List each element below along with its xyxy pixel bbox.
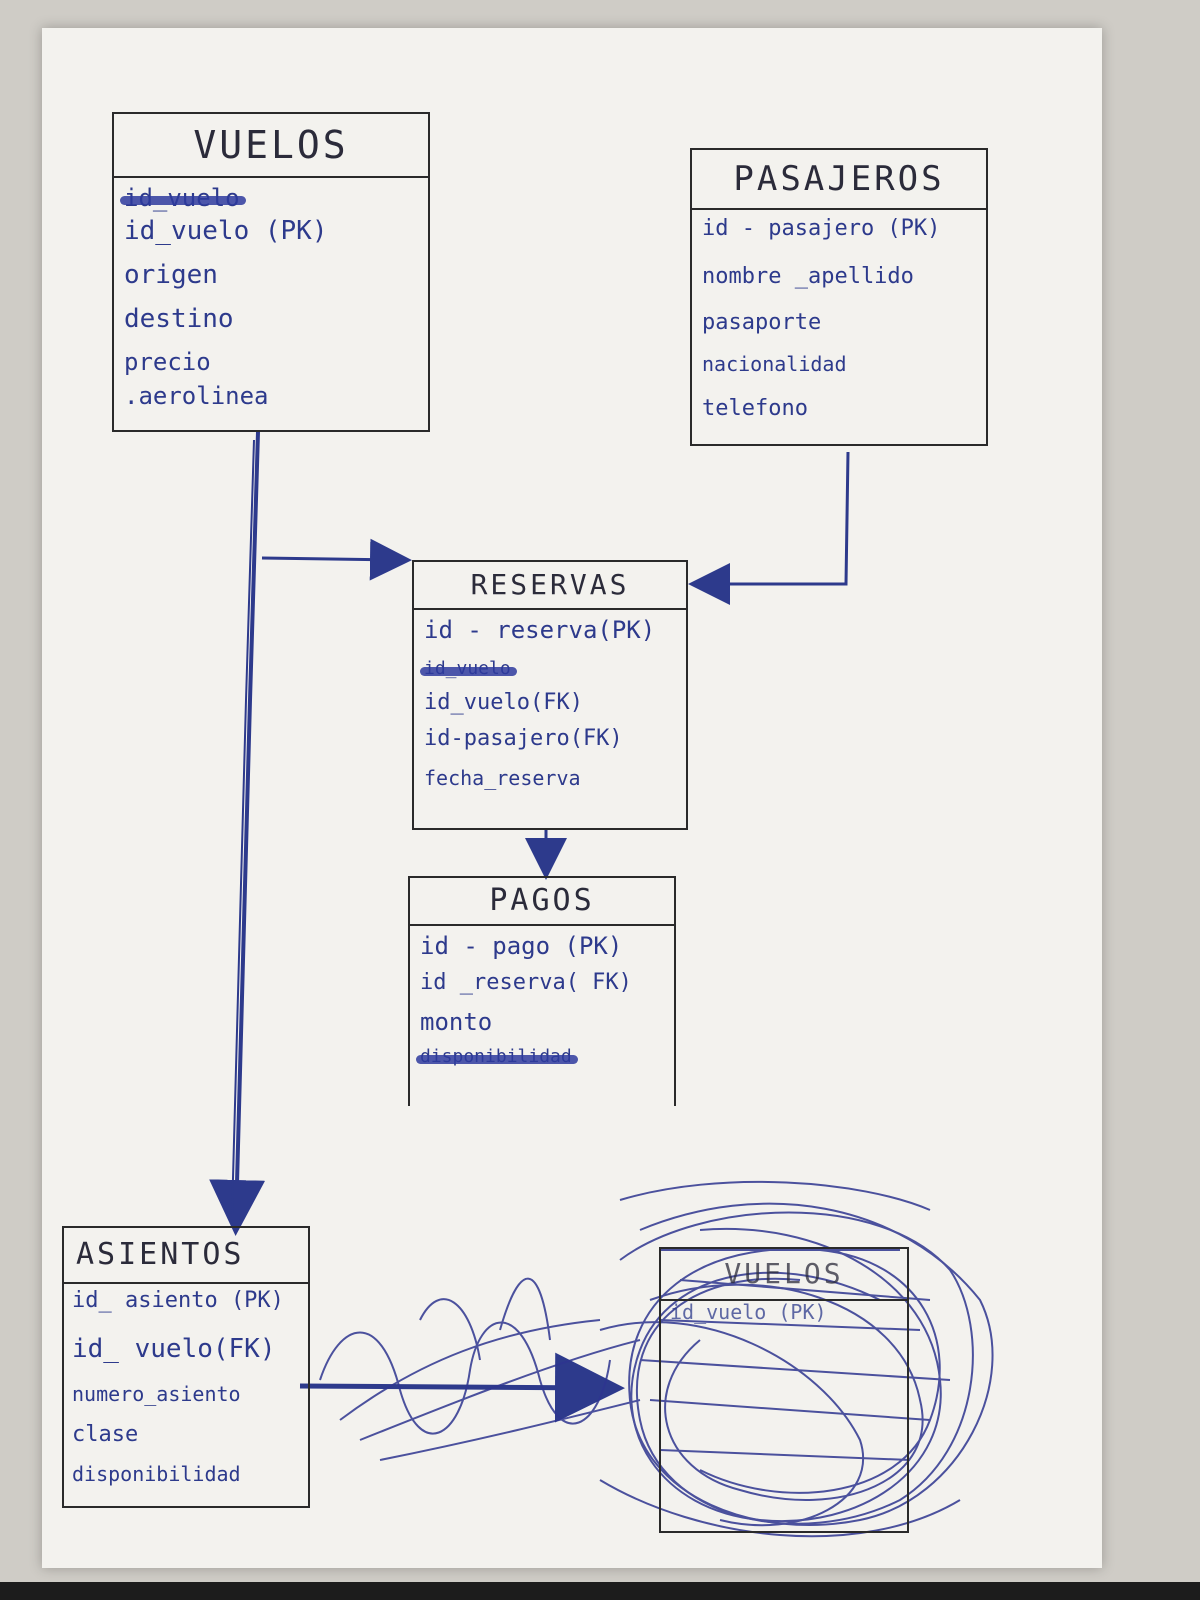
scribble-overlay [319, 1180, 994, 1538]
field: id_vuelo (PK) [124, 216, 328, 246]
field: .aerolinea [124, 382, 269, 410]
entity-reservas-title: RESERVAS [414, 562, 686, 610]
field: telefono [702, 396, 808, 421]
entity-pasajeros-title: PASAJEROS [692, 150, 986, 210]
field: origen [124, 260, 218, 290]
vuelos-to-reservas-line [261, 538, 412, 581]
field: destino [124, 304, 234, 334]
entity-pagos: PAGOS id - pago (PK) id _reserva( FK) mo… [408, 876, 676, 1106]
entity-asientos-title: ASIENTOS [64, 1228, 308, 1284]
struck-field: disponibilidad [416, 1046, 578, 1067]
entity-asientos: ASIENTOS id_ asiento (PK) id_ vuelo(FK) … [62, 1226, 310, 1508]
field: id - pago (PK) [420, 932, 623, 960]
field: fecha_reserva [424, 766, 581, 790]
vuelos-to-asientos-line [209, 431, 266, 1236]
field: monto [420, 1008, 493, 1036]
entity-pagos-title: PAGOS [410, 878, 674, 926]
field: pasaporte [702, 310, 822, 335]
photo-bottom-edge [0, 1582, 1200, 1600]
entity-vuelos-title: VUELOS [114, 114, 428, 178]
field: id - reserva(PK) [424, 616, 656, 644]
entity-vuelos: VUELOS id_vuelo id_vuelo (PK) origen des… [112, 112, 430, 432]
field: id_ asiento (PK) [72, 1288, 284, 1313]
field: id _reserva( FK) [420, 970, 632, 995]
field: clase [72, 1422, 139, 1447]
entity-reservas: RESERVAS id - reserva(PK) id_vuelo id_vu… [412, 560, 688, 830]
asientos-to-vuelos-line [299, 1352, 625, 1423]
field: precio [124, 348, 211, 376]
entity-vuelos-scribbled-title: VUELOS [724, 1257, 844, 1290]
pasajeros-to-reservas-line [688, 451, 850, 605]
field: id_vuelo (PK) [670, 1300, 827, 1324]
field: id - pasajero (PK) [702, 216, 941, 241]
struck-field: id_vuelo [120, 184, 246, 212]
field: id_ vuelo(FK) [72, 1334, 276, 1364]
field: id_vuelo(FK) [424, 690, 583, 715]
scribbled-box-outline [659, 1247, 909, 1533]
entity-vuelos-scribbled: VUELOS id_vuelo (PK) [660, 1248, 908, 1532]
entity-pasajeros: PASAJEROS id - pasajero (PK) nombre _ape… [690, 148, 988, 446]
field: numero_asiento [72, 1382, 241, 1406]
struck-field: id_vuelo [420, 658, 517, 679]
field: nombre _apellido [702, 264, 914, 289]
field: id-pasajero(FK) [424, 726, 623, 751]
field: disponibilidad [72, 1462, 241, 1486]
field: nacionalidad [702, 352, 847, 376]
